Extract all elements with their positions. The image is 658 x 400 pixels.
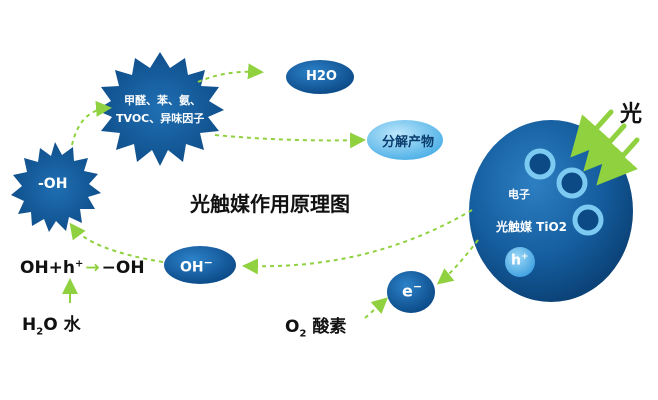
reaction-equation: OH+h+→−OH [20, 258, 145, 278]
water-product-label: H2O [306, 69, 337, 84]
reaction-right: −OH [101, 258, 145, 278]
arrow-pollutant-to-water [197, 63, 264, 83]
catalyst-sphere [469, 120, 633, 302]
water-rest: O 水 [43, 315, 81, 335]
diagram-title: 光触媒作用原理图 [190, 192, 350, 216]
arrow-catalyst-to-hydroxide [242, 209, 473, 275]
water-h: H [22, 315, 37, 335]
electron-dot [556, 167, 588, 199]
oxygen-o: O [285, 317, 300, 337]
hydroxyl-radical-label: -OH [38, 176, 68, 192]
pollutants-label-line1: 甲醛、苯、氨、 [124, 94, 201, 107]
decomposition-bubble-shape [367, 120, 443, 160]
hydroxide-bubble-shape [164, 246, 236, 284]
light-label: 光 [620, 102, 643, 127]
hydroxyl-burst-shape [11, 142, 101, 232]
electron-bubble-shape [387, 271, 435, 313]
arrow-pollutant-to-products [214, 132, 366, 149]
reaction-hplus: + [75, 258, 84, 270]
hydroxide-label: OH− [180, 256, 213, 276]
arrow-catalyst-to-electron [436, 239, 479, 285]
light-rays [570, 109, 640, 186]
water-bubble-shape [286, 60, 354, 94]
flow-arrows [69, 63, 479, 319]
hole-dot [505, 247, 535, 277]
decomposition-label: 分解产物 [382, 135, 435, 150]
pollutants-label-line2: TVOC、异味因子 [116, 112, 205, 125]
pollutant-burst-shape [96, 52, 224, 166]
electron-dot [572, 204, 604, 236]
water-sub: 2 [36, 326, 44, 338]
arrow-oxygen-to-electron [364, 297, 388, 319]
catalyst-label: 光触媒 TiO2 [496, 220, 568, 234]
hole-charge: + [520, 252, 529, 262]
arrow-radical-to-pollutant [71, 100, 112, 146]
electron-charge: − [412, 280, 423, 293]
hole-label: h+ [511, 252, 529, 269]
water-formula: H2O 水 [22, 310, 81, 337]
oxygen-label: O2 酸素 [285, 312, 346, 339]
oxygen-sub: 2 [299, 328, 307, 340]
hydroxide-symbol: OH [180, 259, 204, 276]
arrow-hydroxide-to-radical [69, 222, 164, 263]
electron-text-label: 电子 [508, 188, 530, 201]
hole-symbol: h [511, 252, 521, 269]
oxygen-rest: 酸素 [306, 317, 347, 337]
electron-symbol: e [402, 281, 413, 301]
hydroxide-charge: − [203, 256, 213, 269]
reaction-arrow: → [85, 258, 100, 278]
electron-dot [524, 148, 556, 180]
reaction-left: OH+h [20, 258, 76, 278]
electron-symbol-label: e− [402, 280, 422, 300]
